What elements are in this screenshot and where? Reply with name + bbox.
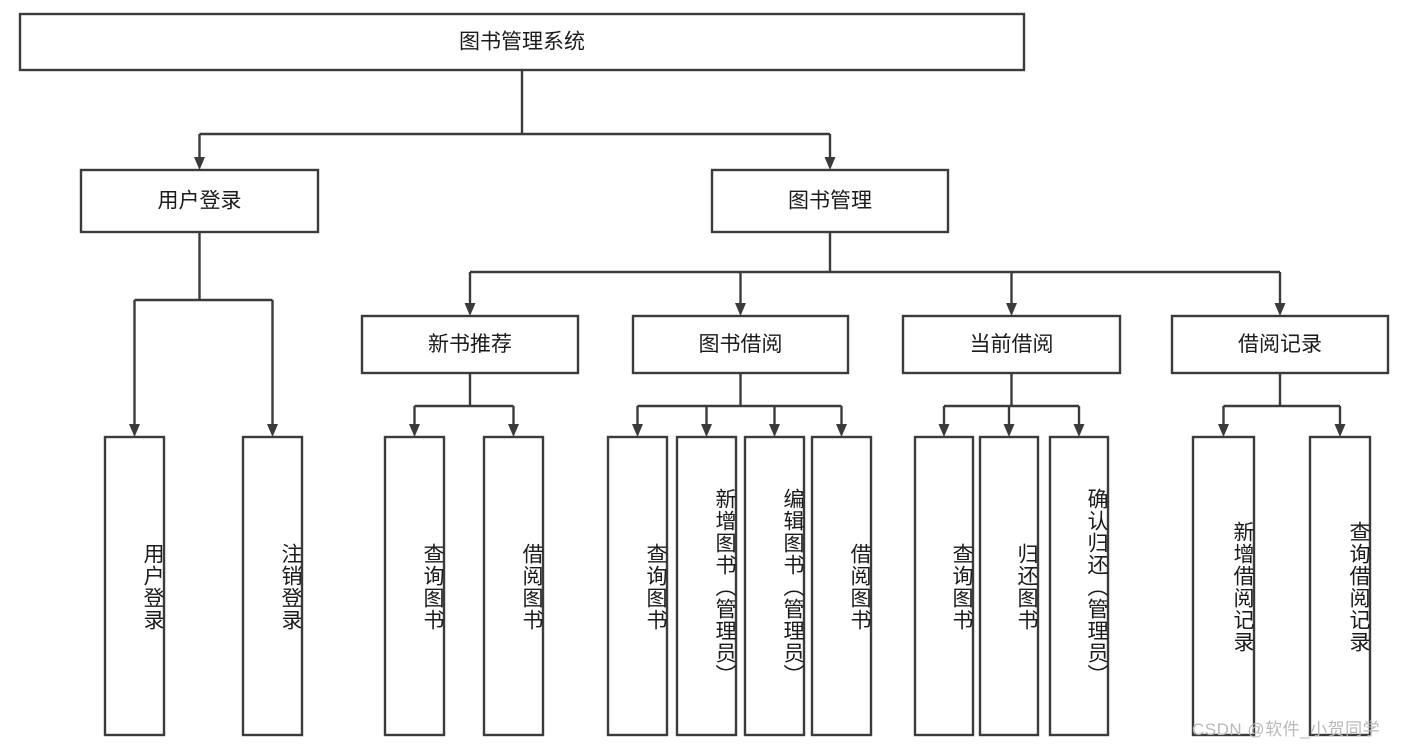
node-borrow-record[interactable]: 借阅记录 <box>1170 314 1390 375</box>
node-label: 当前借阅 <box>970 333 1054 356</box>
node-box <box>79 168 320 234</box>
node-label: 新书推荐 <box>428 333 512 356</box>
node-leaf-edit-book[interactable] <box>743 435 806 737</box>
node-box <box>743 435 806 737</box>
node-leaf-query-book-recommend[interactable] <box>383 435 446 737</box>
node-box <box>1191 435 1256 737</box>
node-box <box>978 435 1040 737</box>
arrow-head-leaf-query-borrow-record <box>1334 424 1346 437</box>
arrow-head-leaf-query-book-recommend <box>409 424 420 437</box>
node-leaf-add-book[interactable] <box>675 435 738 737</box>
node-label: 图书管理系统 <box>459 31 585 54</box>
node-root[interactable]: 图书管理系统 <box>18 12 1026 72</box>
csdn-watermark: CSDN @软件_小贺同学 <box>1192 720 1381 739</box>
node-box <box>675 435 738 737</box>
arrow-head-leaf-query-book <box>632 424 643 437</box>
node-box <box>383 435 446 737</box>
node-leaf-logout[interactable] <box>241 435 304 737</box>
arrow-head-book-manage <box>824 157 836 170</box>
arrow-head-leaf-return-book <box>1003 424 1015 437</box>
arrow-head-leaf-edit-book <box>769 424 780 437</box>
arrow-head-leaf-add-book <box>701 424 712 437</box>
arrow-head-new-book-recommend <box>464 303 476 316</box>
node-box <box>482 435 545 737</box>
arrow-head-leaf-confirm-return <box>1073 424 1085 437</box>
arrow-head-leaf-borrow-book-recommend <box>508 424 519 437</box>
node-box <box>103 435 166 737</box>
node-leaf-query-book[interactable] <box>606 435 669 737</box>
node-leaf-confirm-return[interactable] <box>1048 435 1110 737</box>
node-box <box>241 435 304 737</box>
arrow-head-leaf-add-borrow-record <box>1218 424 1229 437</box>
node-box <box>606 435 669 737</box>
node-leaf-query-borrow-record[interactable] <box>1308 435 1372 737</box>
node-leaf-user-login[interactable] <box>103 435 166 737</box>
node-box <box>810 435 873 737</box>
node-box <box>1170 314 1390 375</box>
arrow-head-current-borrow <box>1006 303 1017 316</box>
node-box <box>913 435 975 737</box>
node-leaf-borrow-book-recommend[interactable] <box>482 435 545 737</box>
node-box <box>710 168 950 234</box>
arrow-head-leaf-user-login <box>129 424 140 437</box>
node-box <box>18 12 1026 72</box>
node-book-borrow[interactable]: 图书借阅 <box>631 314 850 375</box>
arrow-head-leaf-borrow-book <box>836 424 847 437</box>
node-current-borrow[interactable]: 当前借阅 <box>901 314 1122 375</box>
node-leaf-borrow-book[interactable] <box>810 435 873 737</box>
node-box <box>1308 435 1372 737</box>
node-leaf-query-book-current[interactable] <box>913 435 975 737</box>
arrow-head-leaf-query-book-current <box>938 424 950 437</box>
node-user-login[interactable]: 用户登录 <box>79 168 320 234</box>
arrow-head-borrow-record <box>1274 303 1286 316</box>
arrow-head-book-borrow <box>735 303 746 316</box>
arrow-head-leaf-logout <box>267 424 278 437</box>
node-label: 借阅记录 <box>1238 333 1322 356</box>
node-leaf-add-borrow-record[interactable] <box>1191 435 1256 737</box>
arrow-head-user-login <box>194 157 205 170</box>
node-label: 图书管理 <box>788 190 872 213</box>
node-label: 图书借阅 <box>699 333 783 356</box>
edges-layer <box>129 70 1346 437</box>
node-book-manage[interactable]: 图书管理 <box>710 168 950 234</box>
node-box <box>360 314 580 375</box>
node-new-book-recommend[interactable]: 新书推荐 <box>360 314 580 375</box>
node-box <box>631 314 850 375</box>
node-box <box>1048 435 1110 737</box>
node-leaf-return-book[interactable] <box>978 435 1040 737</box>
node-box <box>901 314 1122 375</box>
node-label: 用户登录 <box>158 190 242 213</box>
